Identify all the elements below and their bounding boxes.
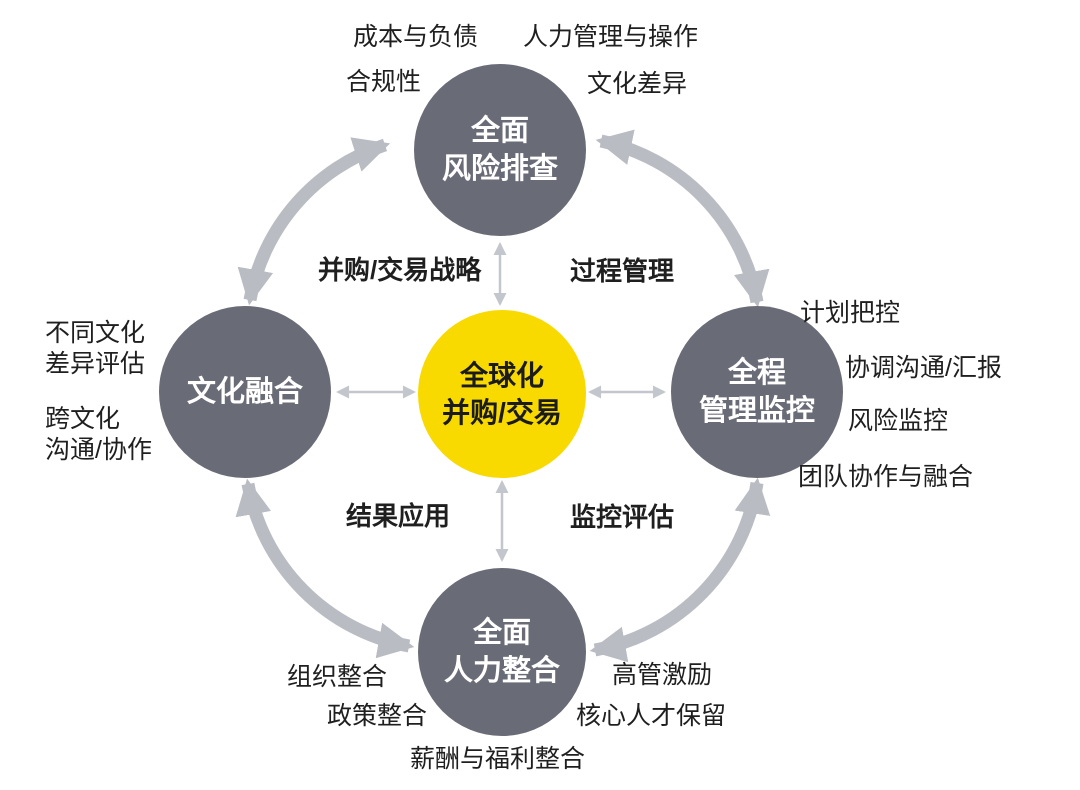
process-label-process: 过程管理: [570, 256, 675, 286]
node-management-monitoring-line1: 全程: [727, 357, 786, 389]
node-hr-integration: 全面 人力整合: [418, 568, 586, 736]
node-risk-screening: 全面 风险排查: [414, 64, 586, 236]
annotation-compliance: 合规性: [346, 68, 422, 96]
annotation-org-integration: 组织整合: [287, 663, 388, 691]
node-risk-screening-line1: 全面: [470, 115, 529, 147]
node-risk-screening-line2: 风险排查: [441, 153, 558, 185]
cycle-arrow-left-top-icon: [237, 137, 391, 306]
cycle-arrow-right-bottom-icon: [589, 477, 771, 663]
annotation-plan-control: 计划把控: [800, 299, 901, 327]
annotation-crosscultural-line1: 跨文化: [45, 405, 121, 433]
node-hr-integration-line1: 全面: [472, 617, 531, 649]
cycle-arrow-top-right-icon: [595, 129, 770, 308]
annotation-crosscultural-line2: 沟通/协作: [45, 436, 152, 464]
node-hr-integration-line2: 人力整合: [443, 655, 560, 687]
annotation-culture-eval-line2: 差异评估: [45, 350, 146, 378]
annotation-culture-eval-line1: 不同文化: [45, 319, 146, 347]
node-center-line2: 并购/交易: [442, 397, 562, 428]
annotation-coordination-reporting: 协调沟通/汇报: [845, 354, 1002, 382]
annotation-hr-management-ops: 人力管理与操作: [523, 23, 699, 51]
process-label-result: 结果应用: [346, 501, 451, 531]
annotation-culture-difference: 文化差异: [587, 70, 688, 98]
node-management-monitoring: 全程 管理监控: [671, 306, 843, 478]
node-center-line1: 全球化: [459, 360, 544, 391]
cycle-arrow-bottom-left-icon: [235, 478, 415, 659]
node-culture-integration-line1: 文化融合: [186, 376, 303, 408]
process-label-strategy: 并购/交易战略: [318, 255, 482, 285]
annotation-culture-difference-evaluation: 不同文化 差异评估: [45, 318, 145, 380]
annotation-executive-incentive: 高管激励: [612, 661, 713, 689]
annotation-compensation-benefits-integration: 薪酬与福利整合: [410, 745, 586, 773]
annotation-policy-integration: 政策整合: [327, 702, 428, 730]
annotation-risk-monitoring: 风险监控: [848, 407, 949, 435]
annotation-key-talent-retention: 核心人才保留: [576, 702, 727, 730]
node-culture-integration: 文化融合: [159, 306, 331, 478]
annotation-cost-liability: 成本与负债: [353, 23, 479, 51]
node-center-global-ma: 全球化 并购/交易: [418, 310, 586, 478]
process-label-monitor: 监控评估: [570, 502, 675, 532]
annotation-crosscultural-communication: 跨文化 沟通/协作: [45, 404, 152, 466]
node-management-monitoring-line2: 管理监控: [698, 395, 815, 427]
annotation-team-collaboration: 团队协作与融合: [798, 463, 974, 491]
